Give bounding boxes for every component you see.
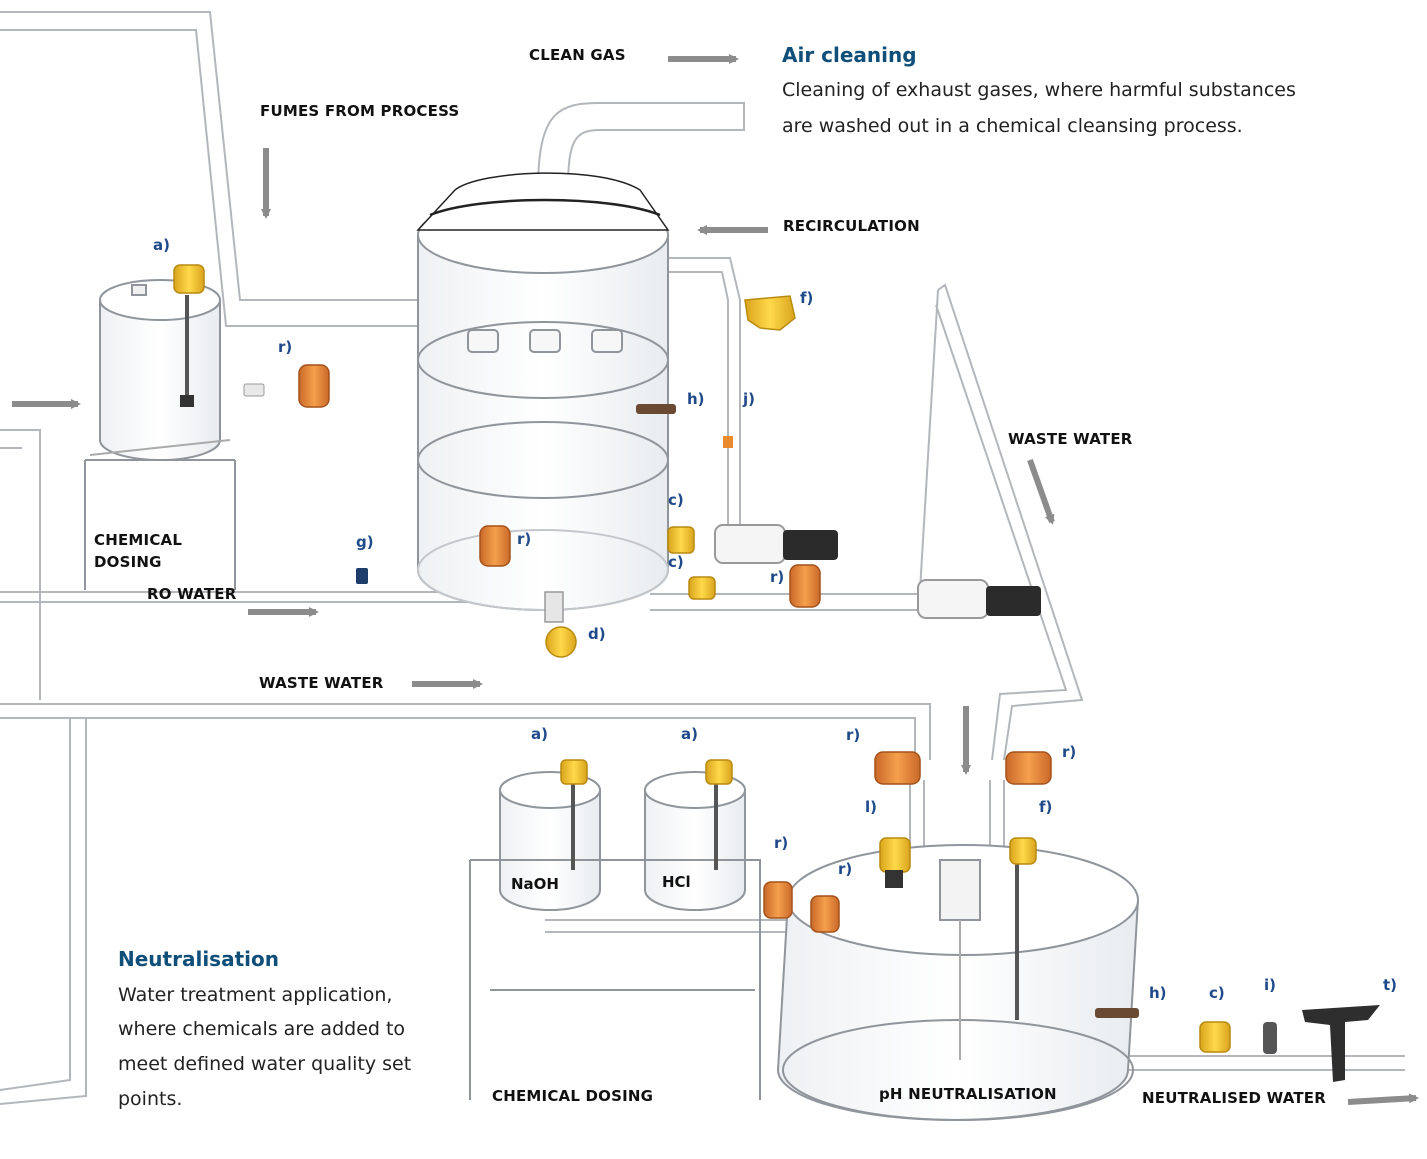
sensor-f-top: [744, 295, 796, 331]
label-recirculation: RECIRCULATION: [783, 217, 920, 235]
tank-label-hcl: HCl: [662, 873, 691, 891]
level-sensor-top: [173, 264, 205, 294]
tag-f-top: f): [800, 289, 814, 307]
chemical-tanks-bottom: [469, 771, 761, 1100]
tag-h-bottom: h): [1149, 984, 1167, 1002]
sensor-c-bottom: [1199, 1021, 1231, 1053]
gas-outlet-pipe: [536, 102, 745, 191]
tag-f-bottom: f): [1039, 798, 1053, 816]
air-cleaning-heading: Air cleaning: [782, 43, 917, 67]
tag-c-bottom: c): [1209, 984, 1225, 1002]
neutralisation-line1: Water treatment application,: [118, 984, 393, 1006]
tag-a-naoh: a): [531, 725, 548, 743]
scrubber-tank: [416, 172, 670, 611]
tag-r-mid: r): [517, 530, 532, 548]
tank-label-naoh: NaOH: [511, 875, 559, 893]
label-chemical-dosing-bottom: CHEMICAL DOSING: [492, 1087, 654, 1105]
label-chemical-dosing-top-2: DOSING: [94, 553, 162, 571]
tag-r-chem2: r): [838, 860, 853, 878]
sensor-c-top: [667, 526, 716, 600]
sensor-f-bottom: [1009, 837, 1037, 865]
tag-c-top2: c): [668, 553, 684, 571]
label-fumes: FUMES FROM PROCESS: [260, 102, 460, 120]
misc-instruments: [243, 383, 1380, 1082]
air-cleaning-desc-line2: are washed out in a chemical cleansing p…: [782, 115, 1243, 137]
label-clean-gas: CLEAN GAS: [529, 46, 626, 64]
pipe-network: [0, 11, 1405, 1105]
label-ro-water: RO WATER: [147, 585, 237, 603]
pump-recirculation: [714, 524, 838, 564]
neutralisation-line2: where chemicals are added to: [118, 1018, 406, 1040]
pump-wastewater: [917, 579, 1041, 619]
tag-d-top: d): [588, 625, 606, 643]
label-ph-neutralisation: pH NEUTRALISATION: [879, 1085, 1057, 1103]
sensor-l: [879, 837, 911, 888]
neutralisation-line4: points.: [118, 1088, 183, 1110]
air-cleaning-desc-line1: Cleaning of exhaust gases, where harmful…: [782, 79, 1296, 101]
label-waste-water-left: WASTE WATER: [259, 674, 384, 692]
tag-g-top: g): [356, 533, 374, 551]
tag-r-pump: r): [770, 568, 785, 586]
tag-r-dn2: r): [1062, 743, 1077, 761]
valves: [298, 364, 1052, 933]
tag-a-hcl: a): [681, 725, 698, 743]
neutralisation-heading: Neutralisation: [118, 947, 279, 971]
ph-tank: [776, 844, 1139, 1121]
sensor-d: [544, 591, 577, 658]
label-chemical-dosing-top-1: CHEMICAL: [94, 531, 183, 549]
sensor-naoh: [560, 759, 588, 785]
tag-l-bottom: l): [865, 798, 877, 816]
label-waste-water-right: WASTE WATER: [1008, 430, 1133, 448]
tag-a-top: a): [153, 236, 170, 254]
tag-r-chem1: r): [774, 834, 789, 852]
flow-arrows: [12, 54, 1419, 1105]
tag-i-bottom: i): [1264, 976, 1276, 994]
tag-h-top: h): [687, 390, 705, 408]
tag-r-top: r): [278, 338, 293, 356]
tag-t-bottom: t): [1383, 976, 1398, 994]
neutralisation-line3: meet defined water quality set: [118, 1053, 412, 1075]
tag-r-dn1: r): [846, 726, 861, 744]
tag-j-top: j): [743, 390, 755, 408]
label-neutralised-water: NEUTRALISED WATER: [1142, 1089, 1326, 1107]
sensor-hcl: [705, 759, 733, 785]
tag-c-top1: c): [668, 491, 684, 509]
